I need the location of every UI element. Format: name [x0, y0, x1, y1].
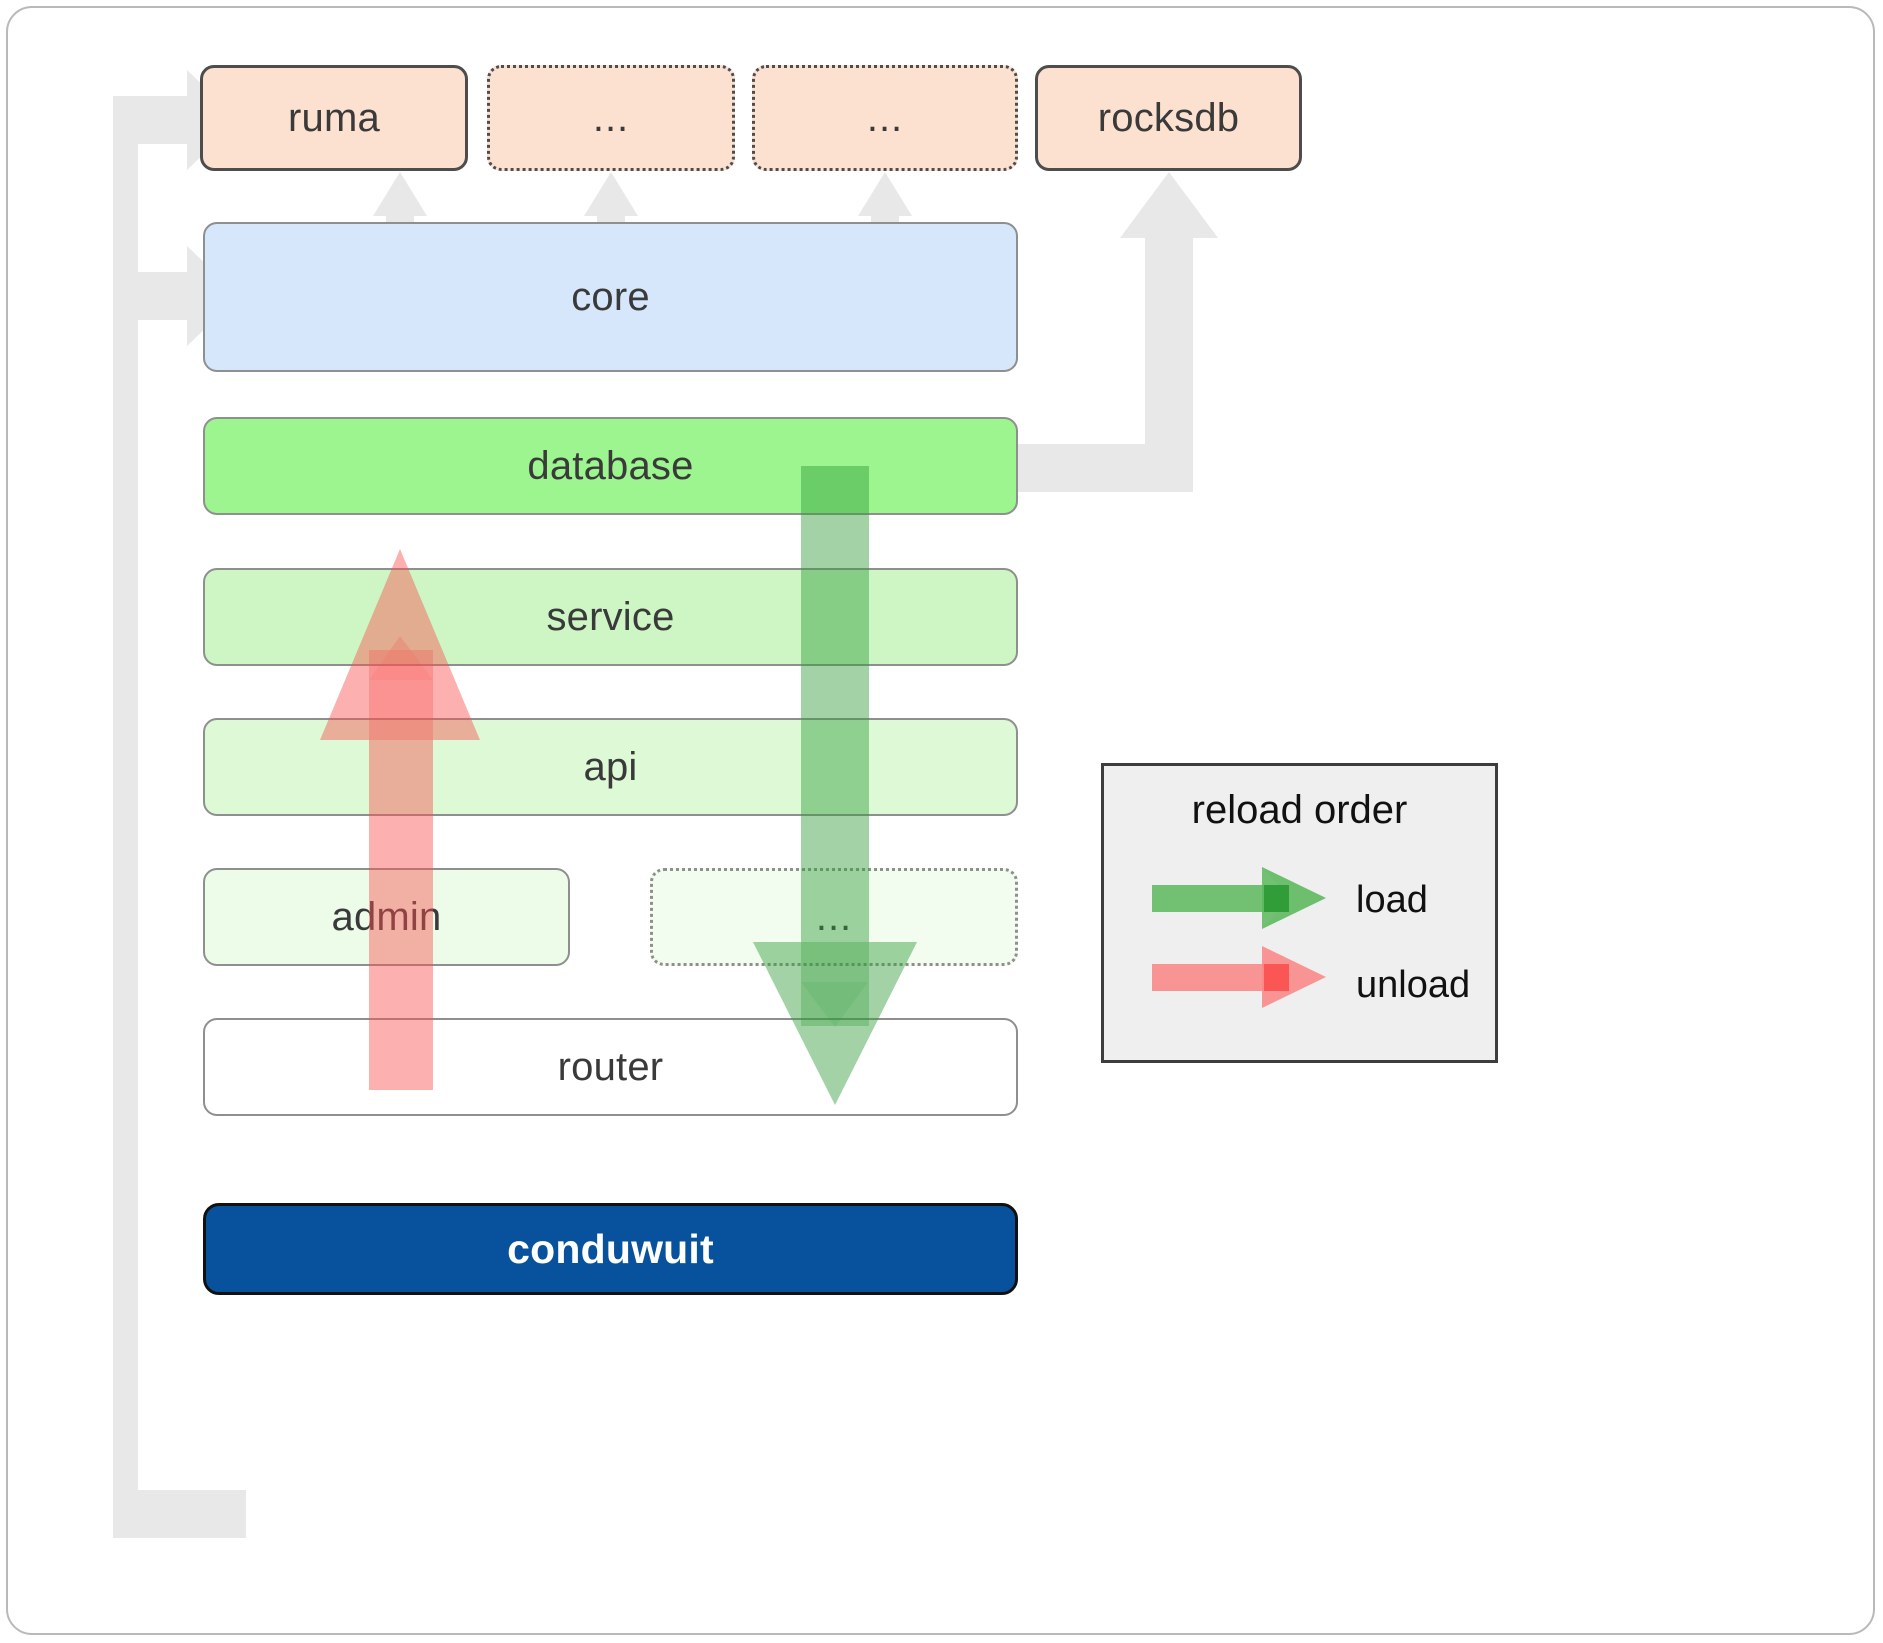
- node-ext-more-1-label: ...: [592, 96, 630, 140]
- node-database[interactable]: database: [203, 417, 1018, 515]
- legend-load-arrow-core: [1264, 885, 1289, 912]
- node-admin-label: admin: [331, 894, 442, 939]
- legend-arrows: [1152, 867, 1326, 1008]
- node-ext-more-1[interactable]: ...: [487, 65, 735, 171]
- legend-unload-arrow-head: [1262, 946, 1326, 1008]
- node-conduwuit[interactable]: conduwuit: [203, 1203, 1018, 1295]
- legend-title: reload order: [1191, 788, 1408, 832]
- node-ruma-label: ruma: [288, 95, 380, 140]
- node-api[interactable]: api: [203, 718, 1018, 816]
- legend-unload-arrow-core: [1264, 964, 1289, 991]
- node-api-label: api: [583, 744, 638, 789]
- legend-label-unload: unload: [1356, 964, 1471, 1006]
- node-ext-more-2[interactable]: ...: [752, 65, 1018, 171]
- legend-load-arrow-head2: [1262, 867, 1326, 929]
- legend-load-arrow-head: [1262, 867, 1326, 929]
- node-rocksdb[interactable]: rocksdb: [1035, 65, 1302, 171]
- node-ext-more-2-label: ...: [866, 96, 904, 140]
- legend: reload order load unload: [1101, 763, 1498, 1063]
- node-service[interactable]: service: [203, 568, 1018, 666]
- node-router[interactable]: router: [203, 1018, 1018, 1116]
- node-router-label: router: [557, 1044, 664, 1089]
- node-admin[interactable]: admin: [203, 868, 570, 966]
- node-database-label: database: [527, 443, 694, 488]
- legend-label-load: load: [1356, 879, 1428, 921]
- node-conduwuit-label: conduwuit: [507, 1225, 714, 1272]
- node-layer-more[interactable]: ...: [650, 868, 1018, 966]
- node-ruma[interactable]: ruma: [200, 65, 468, 171]
- node-service-label: service: [546, 594, 675, 639]
- node-core[interactable]: core: [203, 222, 1018, 372]
- node-core-label: core: [571, 274, 650, 319]
- node-rocksdb-label: rocksdb: [1097, 95, 1240, 140]
- legend-load-arrow: [1152, 867, 1326, 929]
- node-layer-more-label: ...: [815, 895, 853, 939]
- legend-unload-arrow: [1152, 946, 1326, 1008]
